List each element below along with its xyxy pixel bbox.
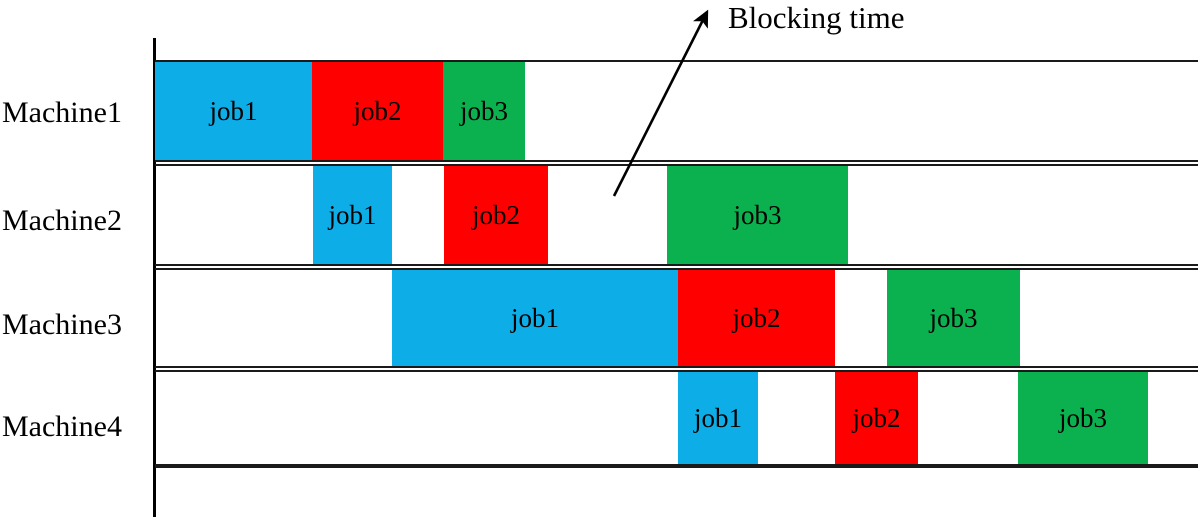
job-bar-job1-machine1[interactable]: job1 [155,62,312,160]
machine-row-frame [155,370,1198,466]
machine-row-label-2: Machine2 [2,204,122,237]
blocking-time-label: Blocking time [728,0,905,35]
job-bar-job1-machine2[interactable]: job1 [313,166,392,264]
job-bar-job3-machine1[interactable]: job3 [443,62,525,160]
job-bar-job2-machine2[interactable]: job2 [444,166,548,264]
machine-row-label-1: Machine1 [2,96,122,129]
job-bar-job2-machine4[interactable]: job2 [835,372,918,464]
machine-row-label-3: Machine3 [2,308,122,341]
machine-row-frame [155,268,1198,368]
baseline-rule [155,466,1198,468]
job-bar-job3-machine4[interactable]: job3 [1018,372,1148,464]
y-axis-line [153,38,156,517]
job-bar-job3-machine2[interactable]: job3 [667,166,848,264]
job-bar-job1-machine4[interactable]: job1 [678,372,758,464]
machine-row-label-4: Machine4 [2,410,122,443]
job-bar-job2-machine3[interactable]: job2 [678,270,835,366]
job-bar-job1-machine3[interactable]: job1 [392,270,678,366]
job-bar-job3-machine3[interactable]: job3 [887,270,1020,366]
job-bar-job2-machine1[interactable]: job2 [312,62,443,160]
